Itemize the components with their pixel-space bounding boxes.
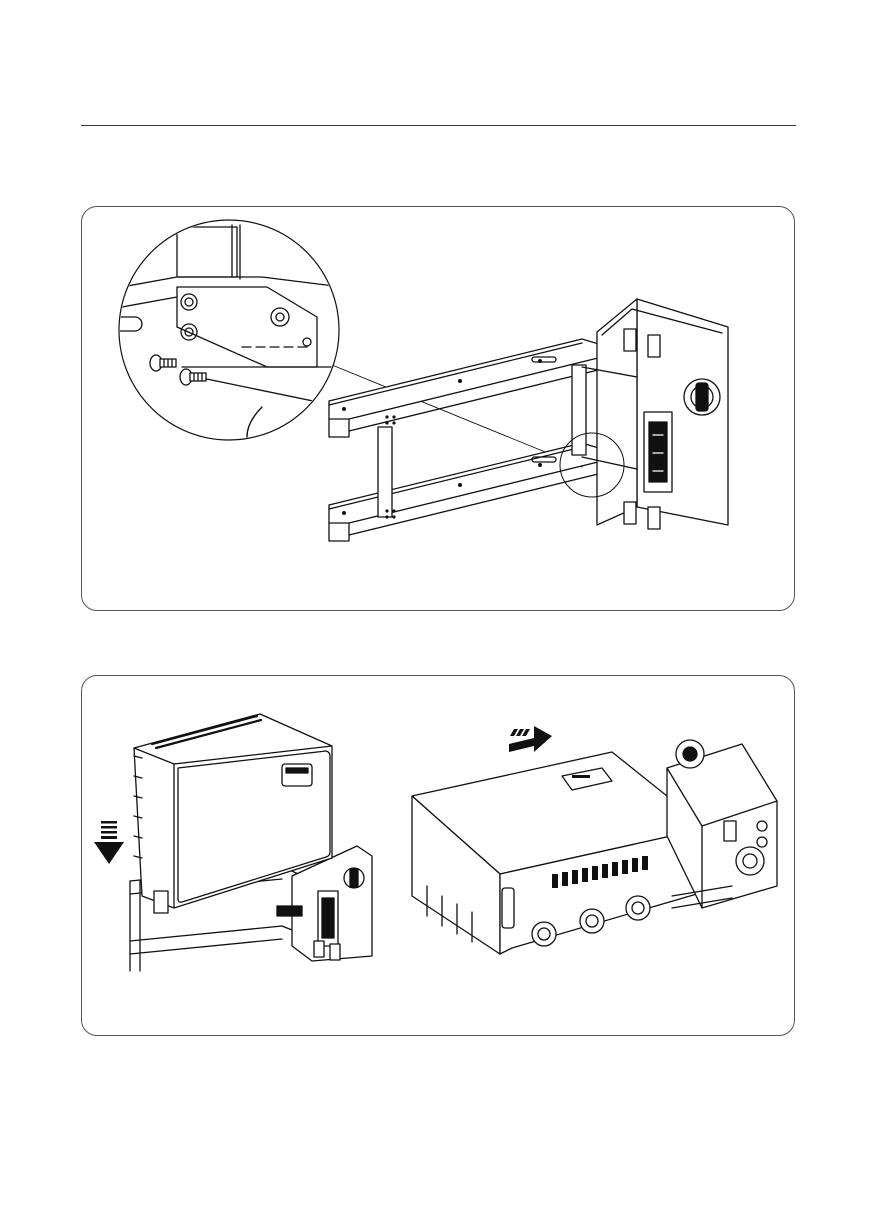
- header-rule: [81, 125, 796, 126]
- figure-2-illustration: [82, 676, 796, 1037]
- figure-1-illustration: [82, 207, 796, 612]
- figure-panel-1: [81, 206, 795, 611]
- inverter-lowering-onto-bracket: [130, 714, 372, 971]
- down-arrow-icon: [94, 821, 124, 864]
- figure-panel-2: [81, 675, 795, 1036]
- right-arrow-icon: [509, 726, 552, 752]
- inverter-sliding-into-connection-box: [412, 740, 777, 954]
- magnifier-circle: [112, 220, 342, 467]
- mounting-bracket: [329, 339, 602, 541]
